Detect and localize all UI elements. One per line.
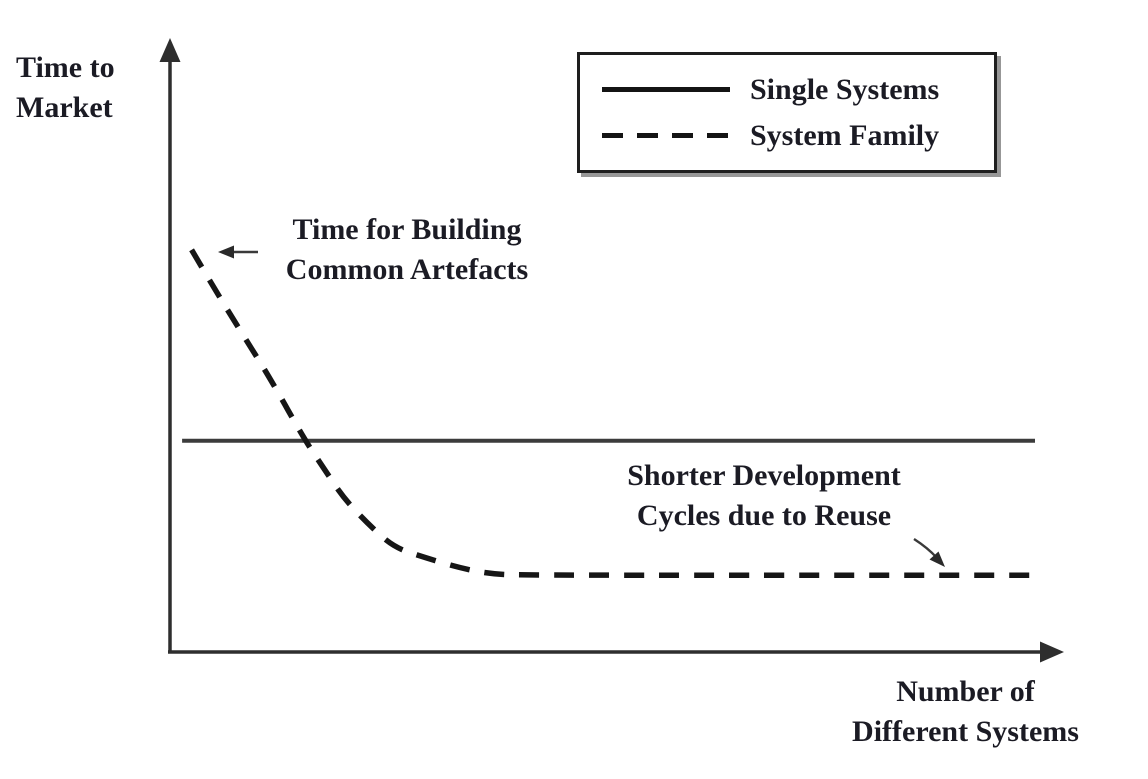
down-right-arrowhead-icon (929, 551, 945, 567)
legend-label: Single Systems (750, 72, 940, 106)
annotation-common-artefacts: Time for Building Common Artefacts (285, 213, 529, 286)
x-axis (168, 641, 1064, 663)
legend-label: System Family (750, 118, 940, 152)
solid-line-sample-icon (602, 87, 730, 92)
system-family-curve (189, 248, 1035, 579)
y-axis-label: Time to Market (16, 51, 115, 124)
dashed-line-sample-icon (602, 133, 730, 138)
annotation-arrow-reuse (913, 537, 945, 567)
legend-item-single-systems: Single Systems (602, 73, 994, 107)
legend-box: Single Systems System Family (577, 52, 997, 173)
y-axis (159, 38, 181, 652)
arrow-shaft (913, 537, 938, 559)
y-axis-arrowhead-icon (159, 38, 181, 62)
annotation-arrow-common-artefacts (218, 245, 258, 259)
left-arrowhead-icon (218, 245, 234, 259)
legend-item-system-family: System Family (602, 119, 994, 153)
x-axis-label: Number of Different Systems (852, 675, 1079, 748)
annotation-reuse: Shorter Development Cycles due to Reuse (627, 459, 901, 532)
x-axis-arrowhead-icon (1040, 641, 1064, 663)
